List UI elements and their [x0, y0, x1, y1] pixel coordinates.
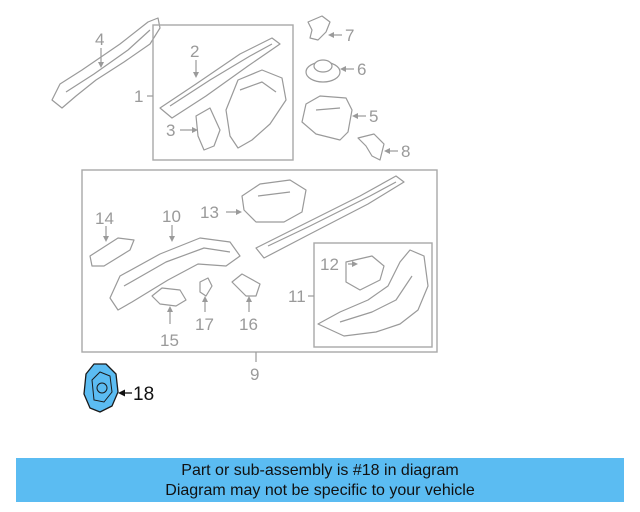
part-3-bracket[interactable]: [195, 107, 221, 151]
callout-2: 2: [190, 42, 199, 61]
callout-8: 8: [401, 142, 410, 161]
part-2-rail[interactable]: [159, 37, 281, 119]
parts-diagram: 4 2 1 3 7 6 5 8 14 10 13 12 11 17 16 15 …: [51, 15, 438, 413]
callout-17: 17: [195, 315, 214, 334]
callout-13: 13: [200, 203, 219, 222]
part-18-highlighted[interactable]: [83, 363, 119, 413]
banner-line-1: Part or sub-assembly is #18 in diagram: [181, 462, 459, 479]
part-15-cup[interactable]: [151, 287, 187, 307]
banner-line-2: Diagram may not be specific to your vehi…: [165, 482, 475, 499]
callout-4: 4: [95, 30, 104, 49]
part-14-bracket[interactable]: [89, 237, 135, 267]
part-16-bracket[interactable]: [231, 273, 261, 297]
callout-16: 16: [239, 315, 258, 334]
part-9-rail[interactable]: [255, 175, 405, 259]
callout-12: 12: [320, 255, 339, 274]
part-4-pillar[interactable]: [51, 17, 161, 109]
part-6-mount[interactable]: [305, 59, 341, 83]
part-11-panel[interactable]: [317, 249, 429, 337]
group-11-box: [313, 242, 433, 348]
callout-1: 1: [134, 87, 143, 106]
part-13-bracket[interactable]: [241, 179, 307, 223]
part-10-member[interactable]: [109, 237, 241, 311]
info-banner: Part or sub-assembly is #18 in diagram D…: [16, 458, 624, 502]
callout-11: 11: [288, 287, 306, 306]
callout-14: 14: [95, 209, 114, 228]
part-12-bracket[interactable]: [345, 255, 385, 291]
callout-15: 15: [160, 331, 179, 350]
callout-7: 7: [345, 26, 354, 45]
group-9-box: [81, 169, 438, 353]
callout-10: 10: [162, 207, 181, 226]
part-17-clip[interactable]: [199, 277, 213, 297]
callout-5: 5: [369, 107, 378, 126]
part-8-bracket[interactable]: [357, 133, 385, 161]
callout-9: 9: [250, 365, 259, 384]
callout-18: 18: [133, 384, 154, 405]
part-1-reinforcement[interactable]: [225, 69, 287, 149]
callout-3: 3: [166, 121, 175, 140]
group-1-box: [152, 24, 294, 161]
part-5-tower[interactable]: [301, 95, 353, 141]
part-7-clip[interactable]: [307, 15, 331, 41]
callout-6: 6: [357, 60, 366, 79]
